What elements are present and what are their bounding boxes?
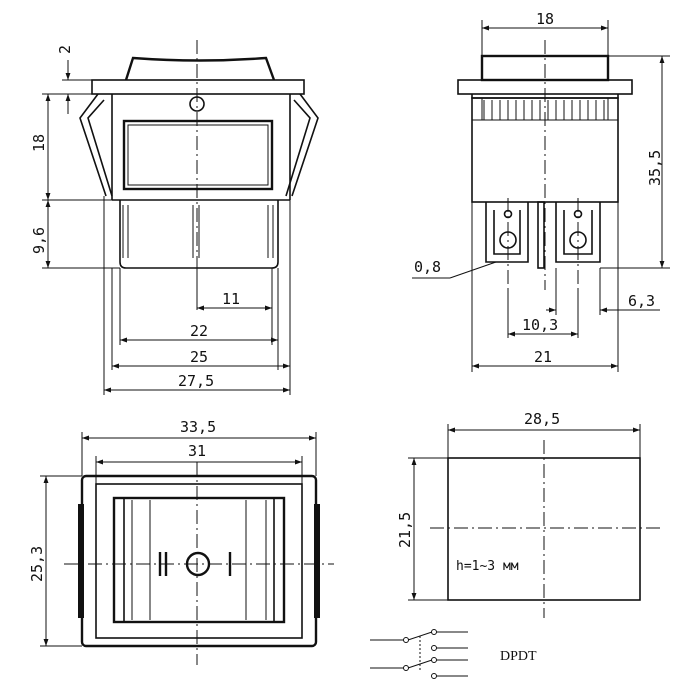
front-view [79,40,319,310]
dim-9-6: 9,6 [30,227,48,254]
dim-27-5: 27,5 [178,372,214,390]
front-dimensions: 2 18 9,6 11 22 25 27,5 [30,45,291,395]
dim-31: 31 [188,442,206,460]
dim-18-vertical: 18 [30,134,48,152]
side-dimensions: 18 35,5 0,8 6,3 10,3 21 [412,10,670,372]
dim-22: 22 [190,322,208,340]
dpdt-label: DPDT [500,649,537,664]
dim-25-3: 25,3 [28,546,46,582]
side-view [457,40,633,290]
dpdt-schematic: DPDT [370,629,537,679]
dim-21: 21 [534,348,552,366]
dim-18-horizontal: 18 [536,10,554,28]
dim-2: 2 [56,45,74,54]
top-view [64,462,334,665]
dim-21-5: 21,5 [396,512,414,548]
panel-cutout: 28,5 21,5 h=1~3 мм [396,410,660,618]
dim-6-3: 6,3 [628,292,655,310]
panel-thickness-note: h=1~3 мм [456,559,519,574]
dim-35-5: 35,5 [646,150,664,186]
dim-0-8: 0,8 [414,258,441,276]
dim-25: 25 [190,348,208,366]
dim-28-5: 28,5 [524,410,560,428]
dim-11: 11 [222,290,240,308]
top-dimensions: 33,5 31 25,3 [28,418,317,647]
dim-10-3: 10,3 [522,316,558,334]
dim-33-5: 33,5 [180,418,216,436]
